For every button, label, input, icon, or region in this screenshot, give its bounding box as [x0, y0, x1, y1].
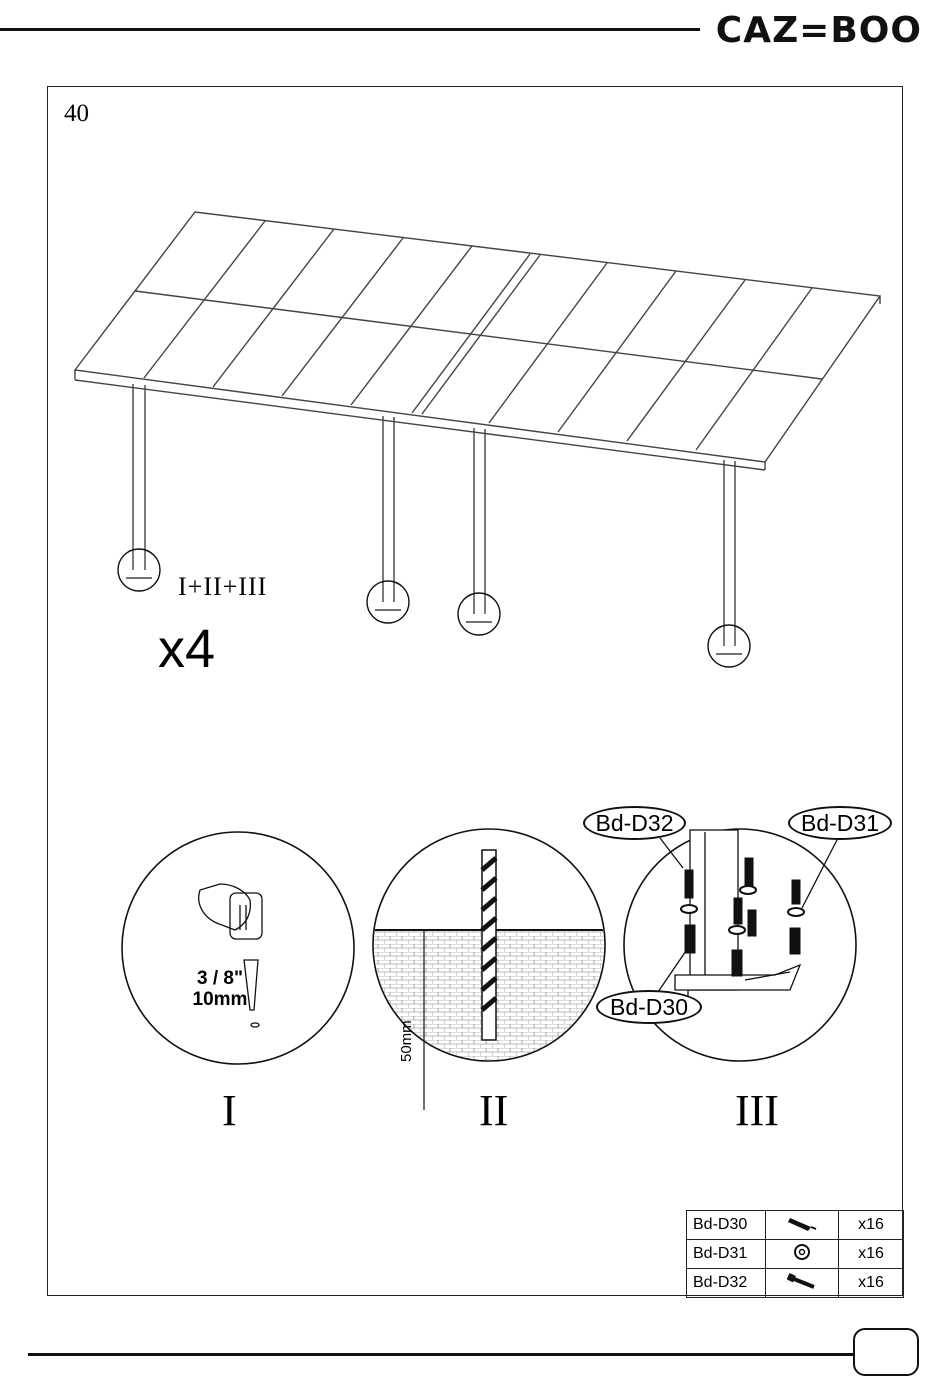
drill-size-imperial: 3 / 8" [180, 968, 260, 989]
drill-depth-label: 50mm [398, 1020, 415, 1062]
anchor-plug-icon [766, 1211, 839, 1240]
part-qty: x16 [839, 1240, 904, 1269]
footer-rule [28, 1353, 854, 1356]
part-code: Bd-D31 [687, 1240, 766, 1269]
detail-label-i: I [222, 1085, 237, 1136]
part-qty: x16 [839, 1269, 904, 1298]
drill-size-metric: 10mm [180, 989, 260, 1010]
drill-size-label: 3 / 8" 10mm [180, 968, 260, 1010]
parts-table: Bd-D30 x16 Bd-D31 x16 Bd-D32 x16 [686, 1210, 904, 1298]
drill-bit-icon [482, 850, 496, 1040]
washer-icon [766, 1240, 839, 1269]
part-code: Bd-D32 [687, 1269, 766, 1298]
part-code: Bd-D30 [687, 1211, 766, 1240]
detail-circle-fix [624, 829, 856, 1061]
part-qty: x16 [839, 1211, 904, 1240]
detail-circle-drill [122, 832, 354, 1064]
roof-panel-outline [75, 212, 880, 462]
parts-row: Bd-D32 x16 [687, 1269, 904, 1298]
detail-label-iii: III [735, 1085, 779, 1136]
step-sequence: I+II+III [178, 572, 267, 602]
parts-row: Bd-D30 x16 [687, 1211, 904, 1240]
page-number-box [853, 1328, 919, 1376]
step-multiplier: x4 [158, 618, 215, 680]
callout-bd-d30: Bd-D30 [596, 990, 702, 1024]
screw-icon [766, 1269, 839, 1298]
detail-label-ii: II [479, 1085, 508, 1136]
callout-bd-d32: Bd-D32 [583, 806, 686, 840]
parts-row: Bd-D31 x16 [687, 1240, 904, 1269]
callout-bd-d31: Bd-D31 [788, 806, 892, 840]
